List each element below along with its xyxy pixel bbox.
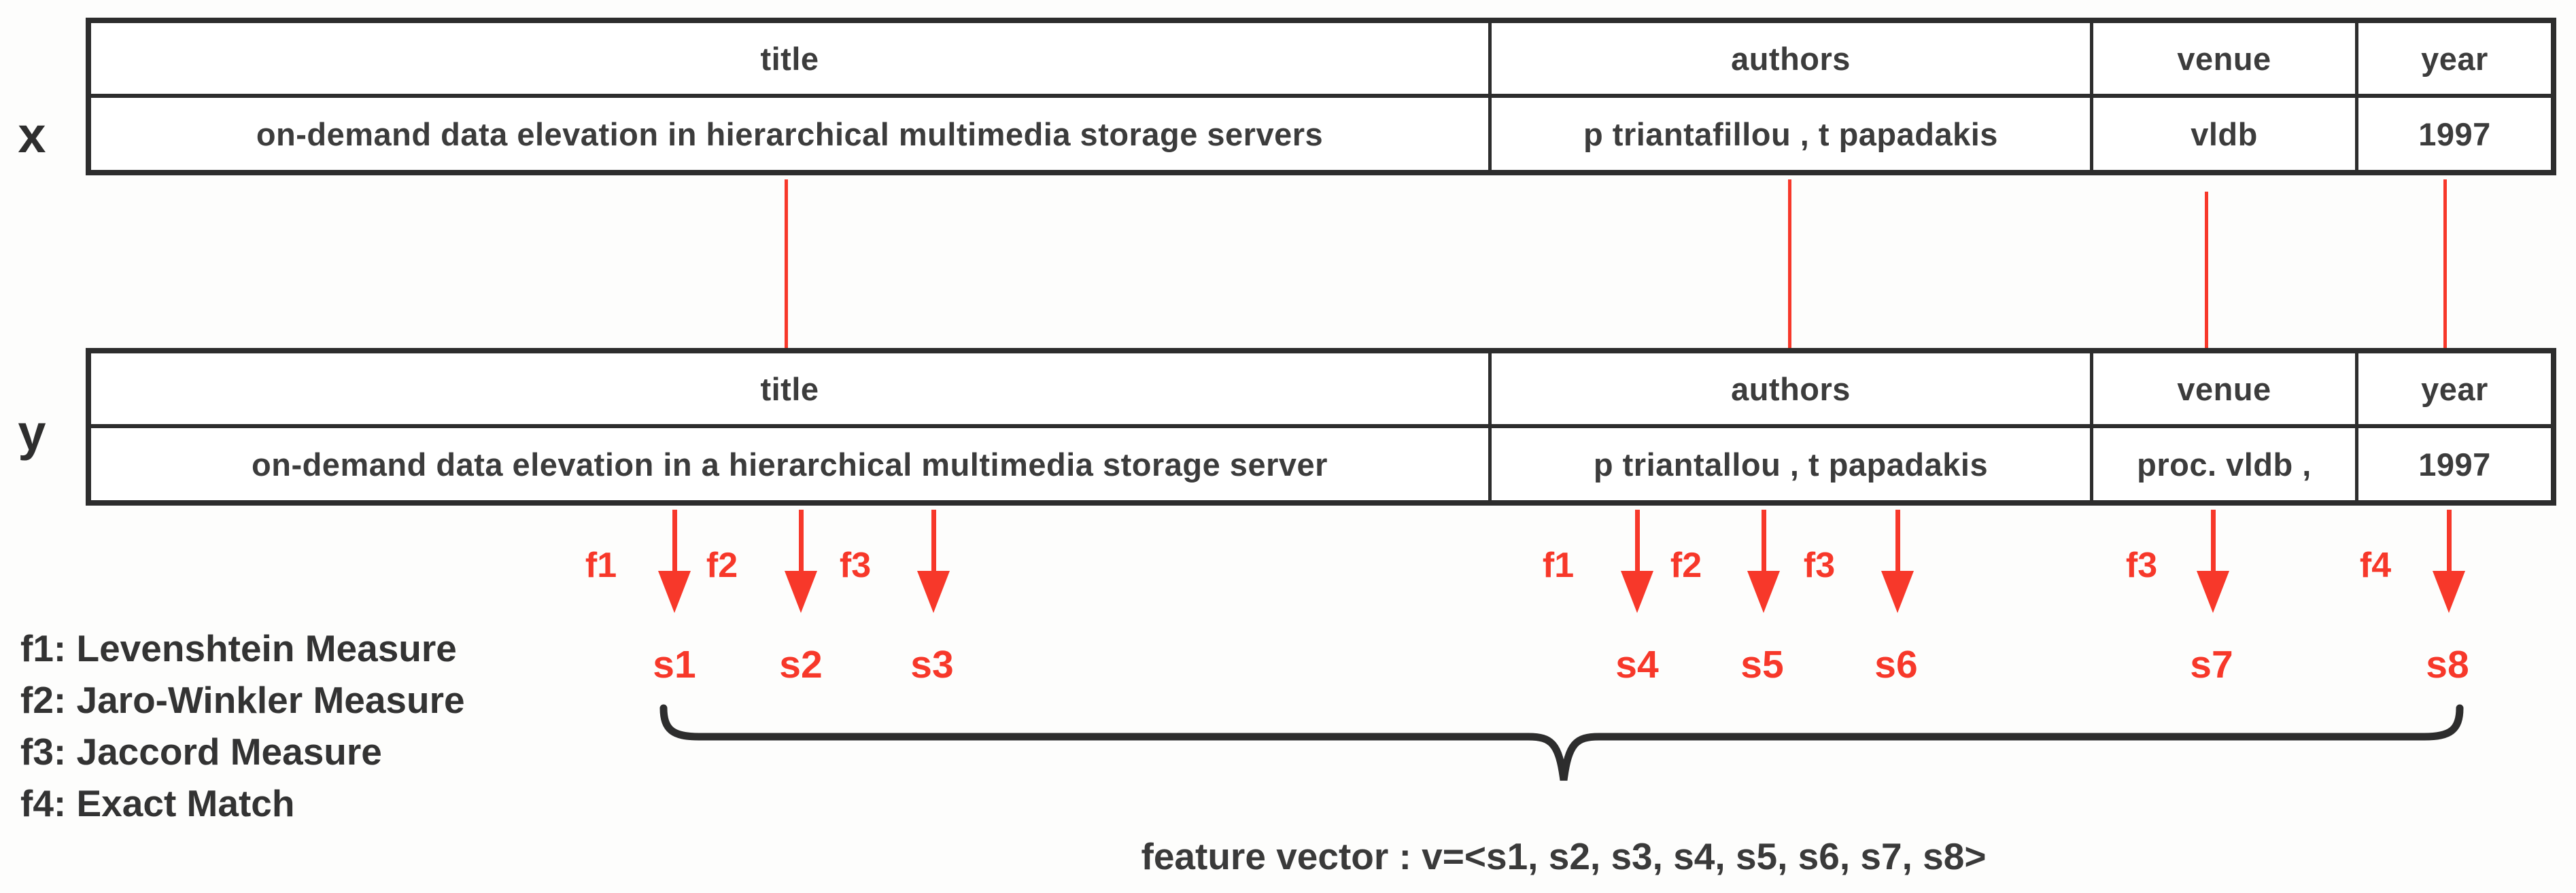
- arrow-head-icon: [1881, 571, 1914, 613]
- score-label-s6: s6: [1874, 643, 1918, 686]
- arrow-head-icon: [2433, 571, 2465, 613]
- arrow-shaft: [931, 510, 936, 574]
- score-label-s8: s8: [2426, 643, 2469, 686]
- score-arrow-s2: [785, 510, 817, 613]
- arrow-head-icon: [1621, 571, 1653, 613]
- record-x-year-cell: 1997: [2355, 98, 2551, 170]
- arrow-shaft: [672, 510, 677, 574]
- arrow-shaft: [1762, 510, 1766, 574]
- score-label-s7: s7: [2190, 643, 2233, 686]
- arrow-head-icon: [917, 571, 950, 613]
- function-label-authors-f3: f3: [1803, 546, 1836, 585]
- record-x-table: title authors venue year on-demand data …: [86, 18, 2556, 175]
- score-label-s5: s5: [1740, 643, 1784, 686]
- score-label-s1: s1: [653, 643, 696, 686]
- record-x-venue-cell: vldb: [2090, 98, 2355, 170]
- arrow-shaft: [1895, 510, 1900, 574]
- function-label-year-f4: f4: [2359, 546, 2392, 585]
- score-arrow-s1: [658, 510, 691, 613]
- function-label-authors-f2: f2: [1670, 546, 1702, 585]
- score-arrow-s6: [1881, 510, 1914, 613]
- record-x-header-title: title: [91, 23, 1488, 98]
- record-x-header-year: year: [2355, 23, 2551, 98]
- record-y-header-title: title: [91, 353, 1488, 428]
- score-arrow-s5: [1747, 510, 1780, 613]
- legend-item-f2: f2: Jaro-Winkler Measure: [20, 679, 465, 721]
- record-x-label: x: [18, 107, 46, 163]
- arrow-head-icon: [658, 571, 691, 613]
- record-x-title-cell: on-demand data elevation in hierarchical…: [256, 116, 1324, 152]
- score-arrow-s7: [2197, 510, 2229, 613]
- score-arrow-s3: [917, 510, 950, 613]
- function-label-title-f3: f3: [839, 546, 872, 585]
- score-arrow-s4: [1621, 510, 1653, 613]
- function-label-venue-f3: f3: [2125, 546, 2158, 585]
- record-x-header-authors: authors: [1488, 23, 2090, 98]
- arrow-shaft: [2211, 510, 2216, 574]
- record-x-authors-cell: p triantafillou , t papadakis: [1488, 98, 2090, 170]
- function-legend: f1: Levenshtein Measure f2: Jaro-Winkler…: [20, 623, 465, 829]
- arrow-head-icon: [1747, 571, 1780, 613]
- record-y-venue-cell: proc. vldb ,: [2090, 428, 2355, 500]
- score-label-s2: s2: [779, 643, 823, 686]
- record-y-year-cell: 1997: [2355, 428, 2551, 500]
- score-arrow-s8: [2433, 510, 2465, 613]
- feature-vector-caption: feature vector : v=<s1, s2, s3, s4, s5, …: [1141, 835, 1987, 877]
- connector-line-title: [785, 179, 788, 348]
- arrow-head-icon: [785, 571, 817, 613]
- legend-item-f3: f3: Jaccord Measure: [20, 731, 382, 773]
- connector-line-year: [2443, 179, 2447, 348]
- record-x-header-venue: venue: [2090, 23, 2355, 98]
- score-label-s4: s4: [1615, 643, 1659, 686]
- arrow-shaft: [1635, 510, 1640, 574]
- record-y-header-year: year: [2355, 353, 2551, 428]
- legend-item-f1: f1: Levenshtein Measure: [20, 627, 457, 669]
- connector-line-venue: [2205, 192, 2208, 348]
- record-y-title-cell: on-demand data elevation in a hierarchic…: [252, 446, 1328, 483]
- record-y-table: title authors venue year on-demand data …: [86, 348, 2556, 506]
- score-label-s3: s3: [910, 643, 954, 686]
- record-y-header-authors: authors: [1488, 353, 2090, 428]
- function-label-title-f1: f1: [585, 546, 617, 585]
- arrow-shaft: [2447, 510, 2452, 574]
- arrow-head-icon: [2197, 571, 2229, 613]
- connector-line-authors: [1788, 179, 1791, 348]
- legend-item-f4: f4: Exact Match: [20, 782, 295, 824]
- record-y-authors-cell: p triantallou , t papadakis: [1488, 428, 2090, 500]
- record-y-header-venue: venue: [2090, 353, 2355, 428]
- function-label-title-f2: f2: [706, 546, 738, 585]
- arrow-shaft: [799, 510, 804, 574]
- record-y-label: y: [18, 404, 46, 461]
- function-label-authors-f1: f1: [1542, 546, 1575, 585]
